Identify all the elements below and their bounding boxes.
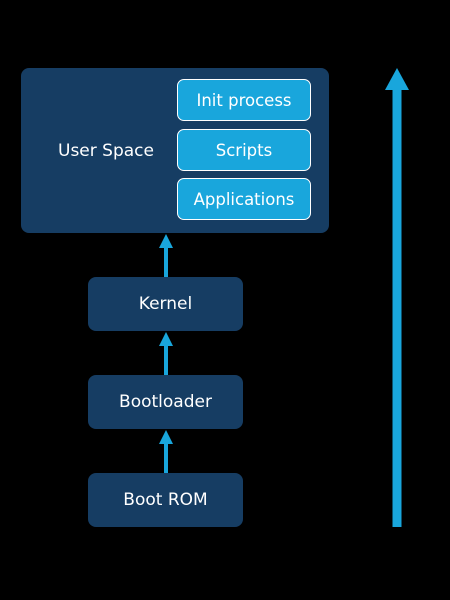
user-space-label: User Space xyxy=(58,141,154,161)
init-process-box: Init process xyxy=(177,79,311,121)
arrow-bootrom-to-bootloader xyxy=(159,430,173,473)
applications-box: Applications xyxy=(177,178,311,220)
user-space-box: User Space Init process Scripts Applicat… xyxy=(21,68,329,233)
arrow-bootloader-to-kernel xyxy=(159,332,173,375)
scripts-box: Scripts xyxy=(177,129,311,171)
arrow-kernel-to-user-space xyxy=(159,234,173,277)
kernel-box: Kernel xyxy=(88,277,243,331)
time-arrow xyxy=(385,68,409,527)
bootloader-box: Bootloader xyxy=(88,375,243,429)
boot-rom-box: Boot ROM xyxy=(88,473,243,527)
